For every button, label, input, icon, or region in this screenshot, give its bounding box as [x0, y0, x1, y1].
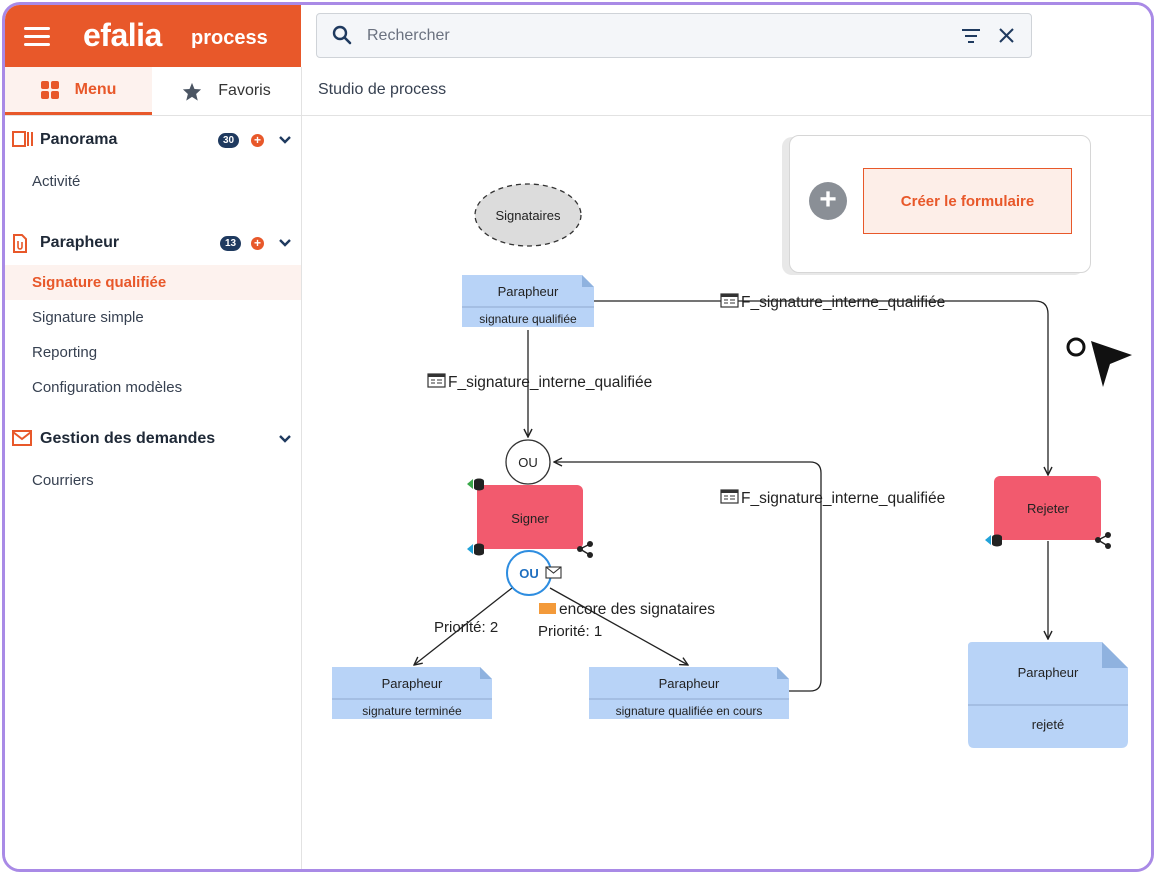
edge-label-form: F_signature_interne_qualifiée: [741, 294, 945, 311]
start-label: Signataires: [495, 208, 561, 223]
star-icon: [183, 82, 202, 101]
top-bar: [301, 5, 1151, 68]
logo: efalia: [83, 17, 162, 53]
chevron-down-icon[interactable]: [278, 135, 292, 145]
form-card: + Créer le formulaire: [789, 135, 1091, 273]
doc-title: Parapheur: [659, 676, 720, 691]
brand-header: efalia process: [5, 5, 301, 67]
gateway-label: OU: [518, 455, 538, 470]
create-form-button[interactable]: Créer le formulaire: [863, 168, 1072, 234]
tab-favorites[interactable]: Favoris: [152, 67, 301, 115]
doc-sub: signature qualifiée: [479, 312, 577, 326]
doc-title: Parapheur: [498, 284, 559, 299]
condition-label: encore des signataires: [559, 601, 715, 618]
share-icon[interactable]: [1095, 532, 1111, 549]
sidebar-item-configuration-modeles[interactable]: Configuration modèles: [32, 379, 183, 396]
doc-sub: rejeté: [1032, 717, 1065, 732]
database-out-icon: [467, 543, 484, 556]
count-badge: 13: [220, 235, 242, 251]
add-form-button[interactable]: +: [809, 182, 847, 220]
search-input[interactable]: [365, 23, 929, 49]
form-icon: [720, 293, 739, 308]
chevron-down-icon[interactable]: [278, 434, 292, 444]
mail-icon: [12, 430, 32, 446]
search-box: [316, 13, 1032, 58]
task-signer[interactable]: [477, 485, 583, 549]
page-title: Studio de process: [318, 81, 447, 98]
edge-label-form: F_signature_interne_qualifiée: [448, 374, 652, 391]
tab-favorites-label: Favoris: [218, 82, 271, 99]
count-badge: 30: [218, 132, 240, 148]
grid-icon: [40, 80, 59, 99]
gateway-label: OU: [519, 566, 539, 581]
add-icon[interactable]: +: [251, 236, 264, 250]
add-icon[interactable]: +: [251, 133, 264, 147]
form-icon: [720, 489, 739, 504]
database-in-icon: [467, 478, 484, 491]
process-canvas[interactable]: + Créer le formulaire: [302, 115, 1148, 869]
doc-node-signature-en-cours[interactable]: [589, 667, 789, 719]
task-rejeter[interactable]: [994, 476, 1101, 540]
task-label: Signer: [511, 511, 549, 526]
doc-node-signature-terminee[interactable]: [332, 667, 492, 719]
section-panorama[interactable]: Panorama 30 +: [5, 122, 301, 158]
task-label: Rejeter: [1027, 501, 1070, 516]
logo-product: process: [191, 27, 268, 49]
doc-sub: signature qualifiée en cours: [616, 704, 763, 718]
doc-node-rejete[interactable]: [968, 642, 1128, 748]
section-title: Gestion des demandes: [40, 430, 216, 447]
section-title: Parapheur: [40, 234, 120, 251]
sidebar-item-activite[interactable]: Activité: [32, 173, 81, 190]
main-content: Studio de process + Créer le formulaire: [302, 67, 1151, 869]
start-event[interactable]: [474, 183, 582, 247]
priority-label: Priorité: 2: [434, 619, 498, 636]
doc-title: Parapheur: [1018, 665, 1079, 680]
breadcrumb: Studio de process: [302, 67, 1151, 116]
section-parapheur[interactable]: Parapheur 13 +: [5, 225, 301, 261]
pointer-cursor-icon: [1066, 337, 1132, 387]
section-gestion-demandes[interactable]: Gestion des demandes: [5, 421, 301, 457]
condition-icon: [539, 603, 556, 614]
share-icon[interactable]: [577, 541, 593, 558]
sidebar-item-signature-qualifiee[interactable]: Signature qualifiée: [5, 265, 301, 300]
filter-icon[interactable]: [961, 28, 981, 44]
process-diagram: Signataires Parapheur signature qualifié…: [332, 183, 1132, 748]
doc-node-parapheur-top[interactable]: [462, 275, 594, 327]
section-title: Panorama: [40, 131, 118, 148]
gateway-or[interactable]: [505, 439, 551, 485]
chevron-down-icon[interactable]: [278, 238, 292, 248]
sidebar-item-reporting[interactable]: Reporting: [32, 344, 98, 361]
tab-menu[interactable]: Menu: [5, 67, 152, 115]
doc-title: Parapheur: [382, 676, 443, 691]
form-icon: [427, 373, 446, 388]
sidebar: Menu Favoris Panorama 30 + Activité Para…: [5, 67, 302, 869]
database-out-icon: [985, 534, 1002, 547]
priority-label: Priorité: 1: [538, 623, 602, 640]
envelope-icon: [545, 566, 562, 579]
attachment-doc-icon: [13, 234, 27, 253]
tab-menu-label: Menu: [74, 80, 117, 98]
search-icon: [332, 25, 352, 45]
sidebar-item-courriers[interactable]: Courriers: [32, 472, 94, 489]
close-icon[interactable]: [998, 27, 1015, 44]
sidebar-tabs: Menu Favoris: [5, 67, 301, 116]
hamburger-menu-icon[interactable]: [24, 27, 50, 46]
panorama-icon: [12, 131, 33, 147]
edge-label-form: F_signature_interne_qualifiée: [741, 490, 945, 507]
doc-sub: signature terminée: [362, 704, 462, 718]
sidebar-item-signature-simple[interactable]: Signature simple: [32, 309, 144, 326]
